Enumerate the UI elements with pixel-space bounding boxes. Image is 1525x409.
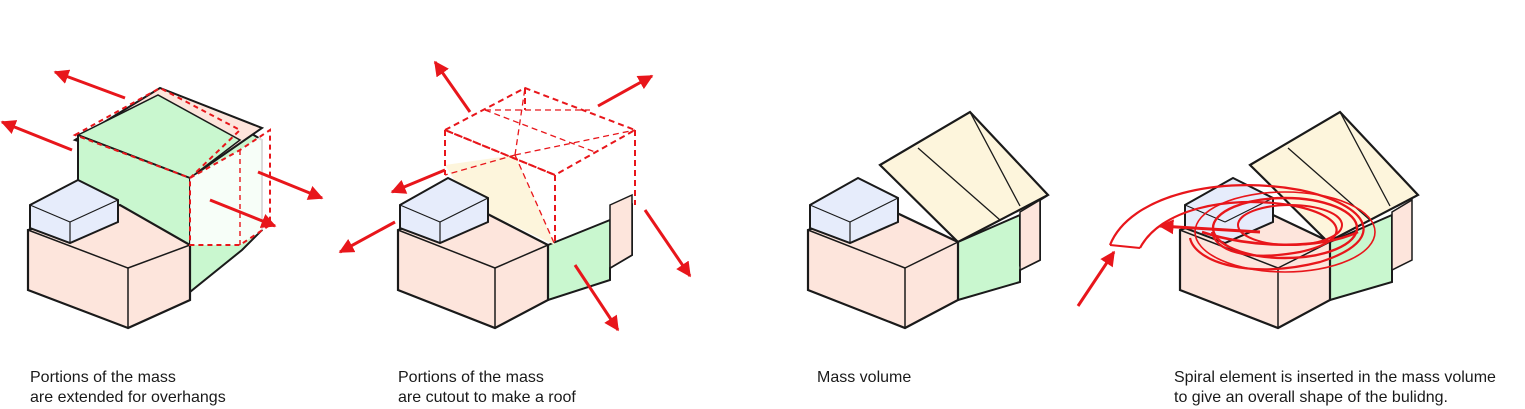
blue-small-block [809, 176, 899, 245]
caption-line: Portions of the mass [398, 369, 544, 386]
caption-panel-4: Spiral element is inserted in the mass v… [1174, 368, 1496, 408]
panel-2-diagram [338, 60, 692, 332]
arrow-extend-right-lower [209, 198, 277, 228]
arrow-extend-left-upper [53, 69, 126, 100]
dashed-cutout-volume [442, 86, 638, 246]
arrow-spiral-insert [1158, 219, 1261, 235]
cream-gable-roof [1248, 110, 1420, 244]
arrow-cut-down [573, 264, 620, 332]
caption-line: are cutout to make a roof [398, 389, 576, 406]
dashed-extension-top [72, 86, 242, 180]
arrow-cut-right [643, 209, 692, 278]
spiral-element [1108, 184, 1376, 273]
caption-panel-1: Portions of the mass are extended for ov… [30, 368, 226, 408]
caption-panel-2: Portions of the mass are cutout to make … [398, 368, 576, 408]
blue-small-block [399, 176, 489, 245]
arrow-extend-left-lower [0, 120, 73, 152]
arrow-cut-up-right [597, 74, 654, 108]
arrow-cut-left-upper [390, 168, 446, 194]
arrow-cut-left-lower [338, 220, 396, 254]
panel-3-diagram [806, 110, 1050, 330]
caption-line: Mass volume [817, 369, 912, 386]
blue-small-block [29, 178, 119, 245]
caption-line: to give an overall shape of the bulidng. [1174, 389, 1448, 406]
arrow-spiral-entry [1076, 250, 1116, 307]
panel-4-diagram [1076, 110, 1420, 330]
caption-panel-3: Mass volume [817, 368, 911, 388]
panel-1-diagram [0, 69, 324, 330]
caption-line: Spiral element is inserted in the mass v… [1174, 369, 1496, 386]
caption-line: Portions of the mass [30, 369, 176, 386]
arrow-extend-right-upper [257, 170, 324, 200]
roof-cutout-fill [445, 155, 555, 245]
arrow-cut-up-left [433, 60, 472, 113]
caption-line: are extended for overhangs [30, 389, 226, 406]
